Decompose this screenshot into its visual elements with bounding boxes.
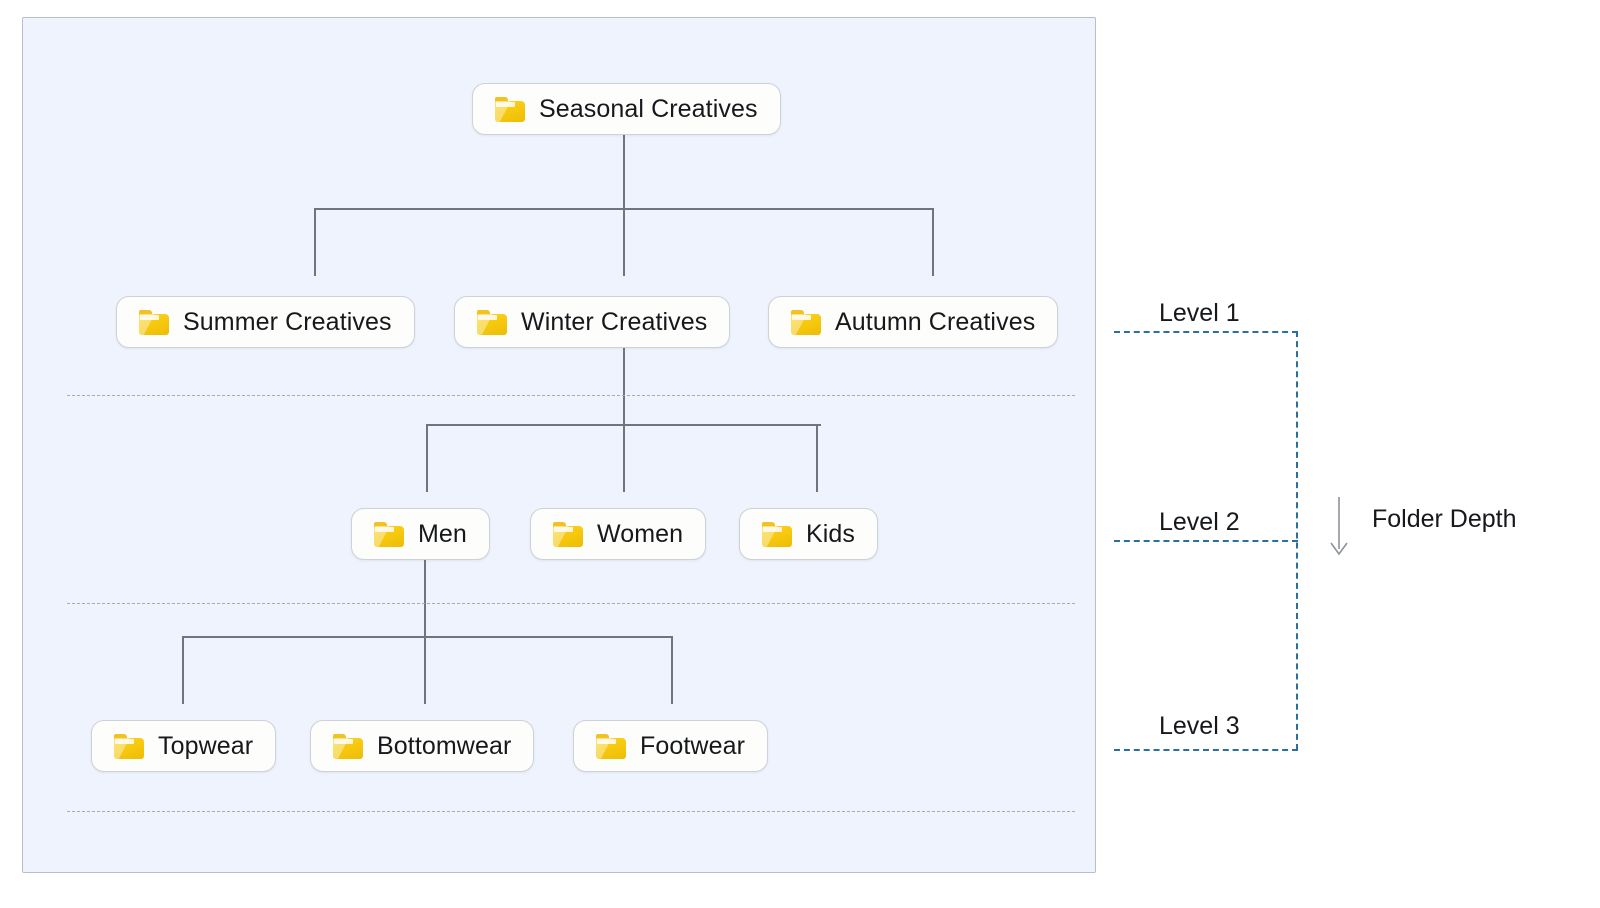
tree-node-women[interactable]: Women [530, 508, 707, 560]
connector-row2-drop-mid [623, 424, 625, 492]
level-separator-1 [67, 395, 1075, 396]
folder-icon [114, 733, 144, 759]
connector-row1-drop-mid [623, 208, 625, 276]
legend-label-level-3: Level 3 [1159, 712, 1240, 740]
connector-row3-drop-right [671, 636, 673, 704]
tree-node-label: Seasonal Creatives [539, 94, 758, 123]
tree-node-autumn-creatives[interactable]: Autumn Creatives [768, 296, 1059, 348]
tree-node-label: Footwear [640, 731, 746, 760]
tree-node-label: Autumn Creatives [835, 307, 1036, 336]
tree-node-kids[interactable]: Kids [739, 508, 879, 560]
folder-icon [596, 733, 626, 759]
legend-label-level-1: Level 1 [1159, 299, 1240, 327]
tree-node-label: Kids [806, 519, 856, 548]
tree-node-seasonal-creatives[interactable]: Seasonal Creatives [472, 83, 781, 135]
tree-node-winter-creatives[interactable]: Winter Creatives [454, 296, 731, 348]
legend-bracket-level-1 [1114, 331, 1298, 333]
level-separator-3 [67, 811, 1075, 812]
connector-row2-drop-right [816, 424, 818, 492]
level-separator-2 [67, 603, 1075, 604]
folder-icon [553, 521, 583, 547]
folder-icon [477, 309, 507, 335]
folder-icon [762, 521, 792, 547]
connector-row2-drop-left [426, 424, 428, 492]
connector-men-stem [424, 560, 426, 637]
connector-row3-drop-left [182, 636, 184, 704]
tree-node-topwear[interactable]: Topwear [91, 720, 277, 772]
connector-winter-stem [623, 348, 625, 425]
folder-tree-panel: Seasonal Creatives Summer Creatives Wint… [22, 17, 1096, 873]
tree-node-label: Winter Creatives [521, 307, 708, 336]
tree-node-bottomwear[interactable]: Bottomwear [310, 720, 535, 772]
folder-icon [139, 309, 169, 335]
folder-icon [495, 96, 525, 122]
connector-row1-drop-left [314, 208, 316, 276]
tree-node-label: Topwear [158, 731, 254, 760]
tree-node-label: Women [597, 519, 684, 548]
legend-bracket-level-2 [1114, 540, 1298, 542]
folder-icon [374, 521, 404, 547]
connector-row3-bus [182, 636, 671, 638]
legend-bracket-level-3 [1114, 749, 1298, 751]
tree-node-men[interactable]: Men [351, 508, 490, 560]
legend-label-folder-depth: Folder Depth [1372, 505, 1517, 533]
tree-node-footwear[interactable]: Footwear [573, 720, 769, 772]
connector-row3-drop-mid [424, 636, 426, 704]
arrow-down-icon [1330, 497, 1348, 556]
tree-node-label: Bottomwear [377, 731, 512, 760]
connector-row1-drop-right [932, 208, 934, 276]
tree-node-label: Men [418, 519, 467, 548]
folder-icon [333, 733, 363, 759]
legend-label-level-2: Level 2 [1159, 508, 1240, 536]
connector-root-stem [623, 134, 625, 209]
tree-node-label: Summer Creatives [183, 307, 392, 336]
folder-icon [791, 309, 821, 335]
tree-node-summer-creatives[interactable]: Summer Creatives [116, 296, 415, 348]
